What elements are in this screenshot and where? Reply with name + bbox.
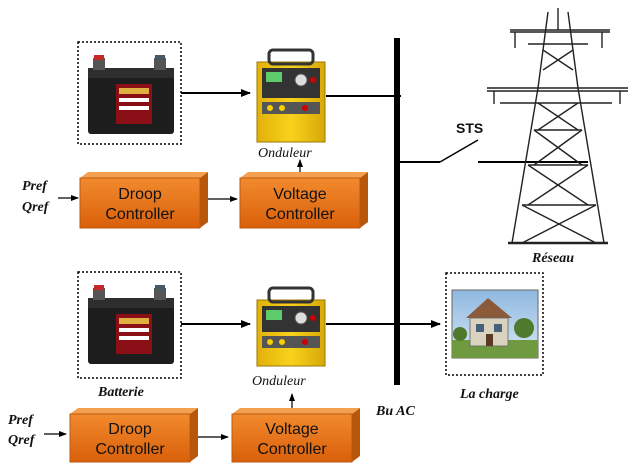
- sts-switch: [400, 139, 588, 163]
- inverter-icon: [256, 48, 326, 143]
- sts-label: STS: [456, 120, 483, 136]
- battery-bottom: [77, 271, 182, 379]
- load-box: [445, 272, 544, 376]
- onduleur-top-label: Onduleur: [258, 146, 312, 161]
- onduleur-bottom-label: Onduleur: [252, 374, 306, 389]
- voltage-bottom-line2: Controller: [257, 441, 327, 458]
- voltage-top-line1: Voltage: [273, 186, 326, 203]
- droop-top-line1: Droop: [118, 186, 162, 203]
- inverter-bottom: [256, 286, 326, 367]
- batterie-label: Batterie: [97, 385, 144, 400]
- pref-top-label: Pref: [22, 179, 48, 194]
- inverter-icon: [256, 286, 326, 367]
- pref-bottom-label: Pref: [8, 413, 34, 428]
- battery-icon: [88, 285, 174, 364]
- voltage-top-line2: Controller: [265, 206, 335, 223]
- droop-controller-top: Droop Controller: [79, 172, 208, 229]
- droop-top-line2: Controller: [105, 206, 175, 223]
- droop-controller-bottom: Droop Controller: [69, 408, 198, 463]
- reseau-label: Réseau: [531, 251, 574, 266]
- voltage-bottom-line1: Voltage: [265, 421, 318, 438]
- transmission-tower-icon: [487, 8, 628, 245]
- la-charge-label: La charge: [459, 387, 519, 402]
- droop-bottom-line1: Droop: [108, 421, 152, 438]
- bus-label: Bu AC: [375, 404, 415, 419]
- qref-top-label: Qref: [22, 200, 50, 215]
- battery-top: [77, 41, 182, 145]
- voltage-controller-top: Voltage Controller: [239, 172, 368, 229]
- voltage-controller-bottom: Voltage Controller: [231, 408, 360, 463]
- inverter-top: [256, 48, 326, 143]
- battery-icon: [88, 55, 174, 134]
- droop-bottom-line2: Controller: [95, 441, 165, 458]
- qref-bottom-label: Qref: [8, 433, 36, 448]
- house-icon: [451, 289, 539, 359]
